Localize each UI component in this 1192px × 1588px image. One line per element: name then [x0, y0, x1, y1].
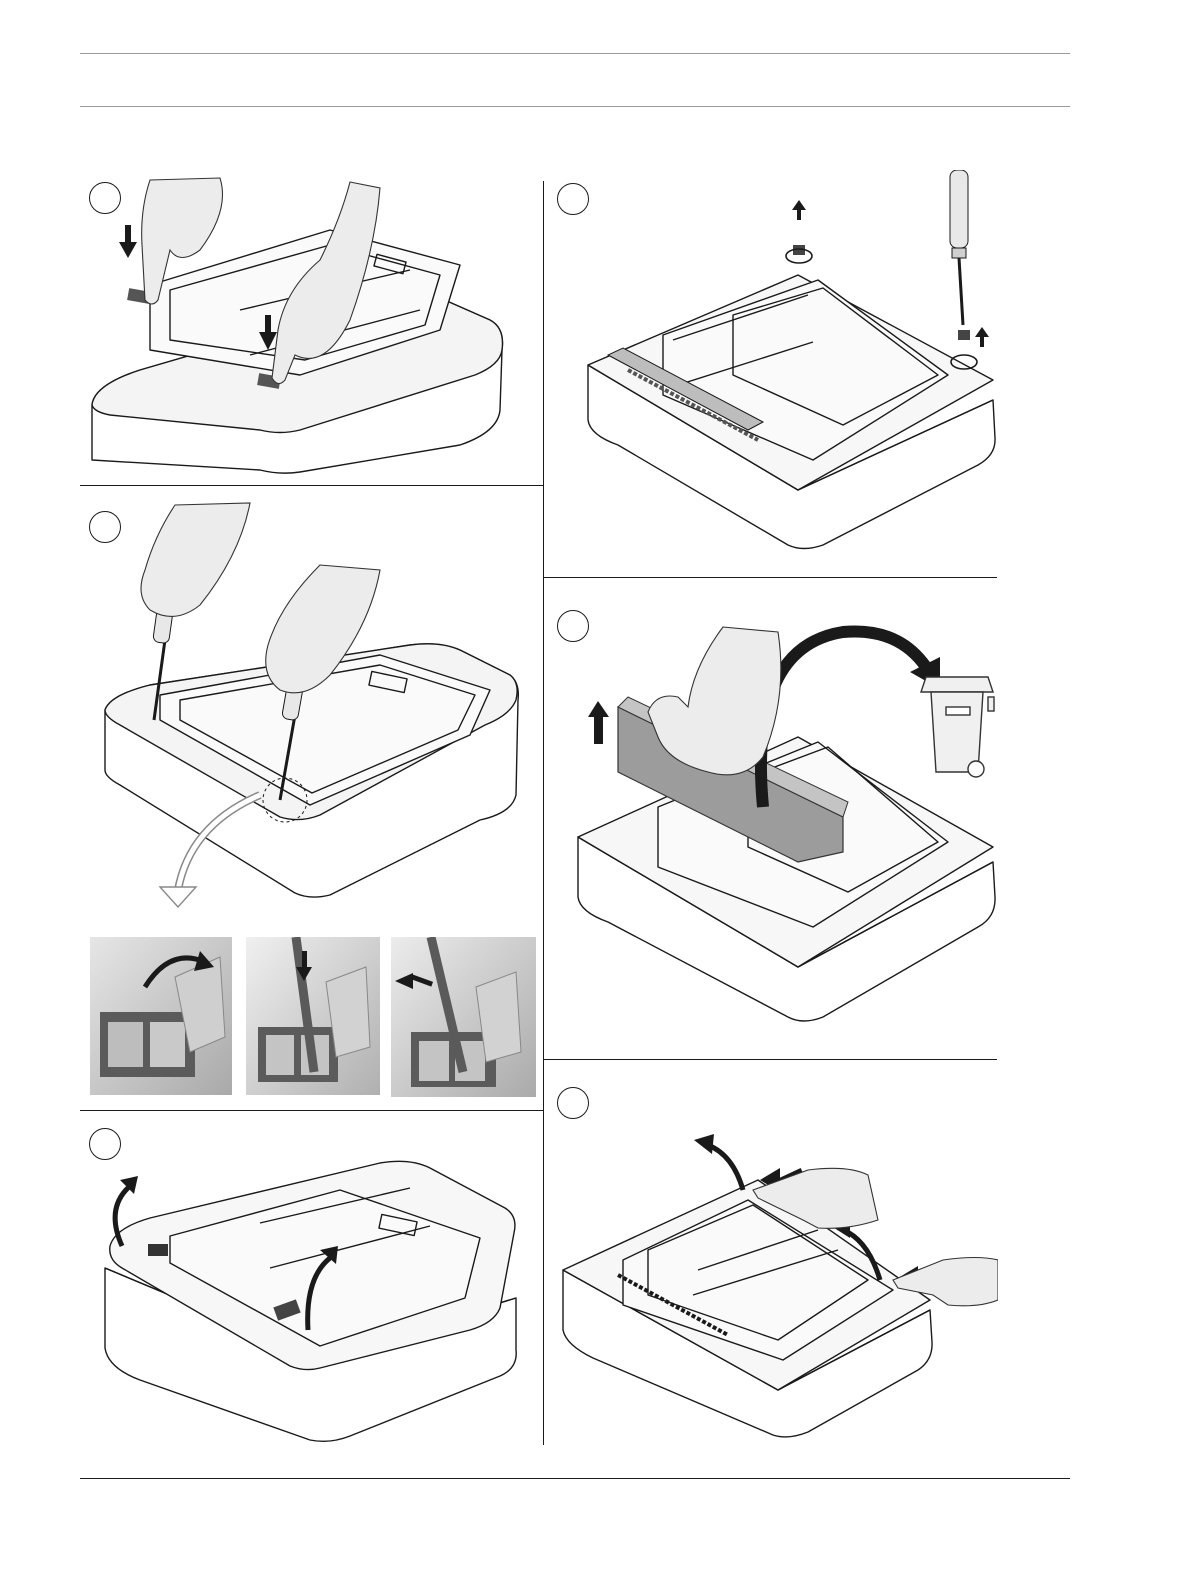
step-6-panel	[548, 1080, 998, 1443]
device-housing-icon	[548, 170, 998, 570]
device-housing-icon	[80, 170, 540, 482]
arrow-up-icon	[588, 701, 609, 744]
column-divider	[543, 181, 544, 1445]
step-1-panel	[80, 170, 540, 482]
step-2-panel	[80, 495, 540, 925]
screwdriver-icon	[950, 170, 968, 325]
separator-left-1	[80, 485, 543, 486]
separator-right-2	[543, 1059, 997, 1060]
step-4-panel	[548, 170, 998, 570]
detail-photo-1	[90, 937, 232, 1095]
detail-photo-3	[391, 937, 536, 1097]
header-rule-bottom	[80, 106, 1070, 107]
header-rule-top	[80, 53, 1070, 54]
device-housing-icon	[80, 1118, 540, 1443]
hand-icon	[648, 627, 781, 775]
waste-bin-icon	[921, 677, 994, 777]
device-housing-icon	[548, 597, 998, 1052]
footer-rule	[80, 1478, 1070, 1479]
detail-photo-2	[246, 937, 380, 1095]
step-5-panel	[548, 597, 998, 1052]
step-3-panel	[80, 1118, 540, 1443]
device-housing-icon	[80, 495, 540, 925]
separator-right-1	[543, 577, 997, 578]
device-housing-icon	[548, 1080, 998, 1443]
separator-left-2	[80, 1110, 543, 1111]
